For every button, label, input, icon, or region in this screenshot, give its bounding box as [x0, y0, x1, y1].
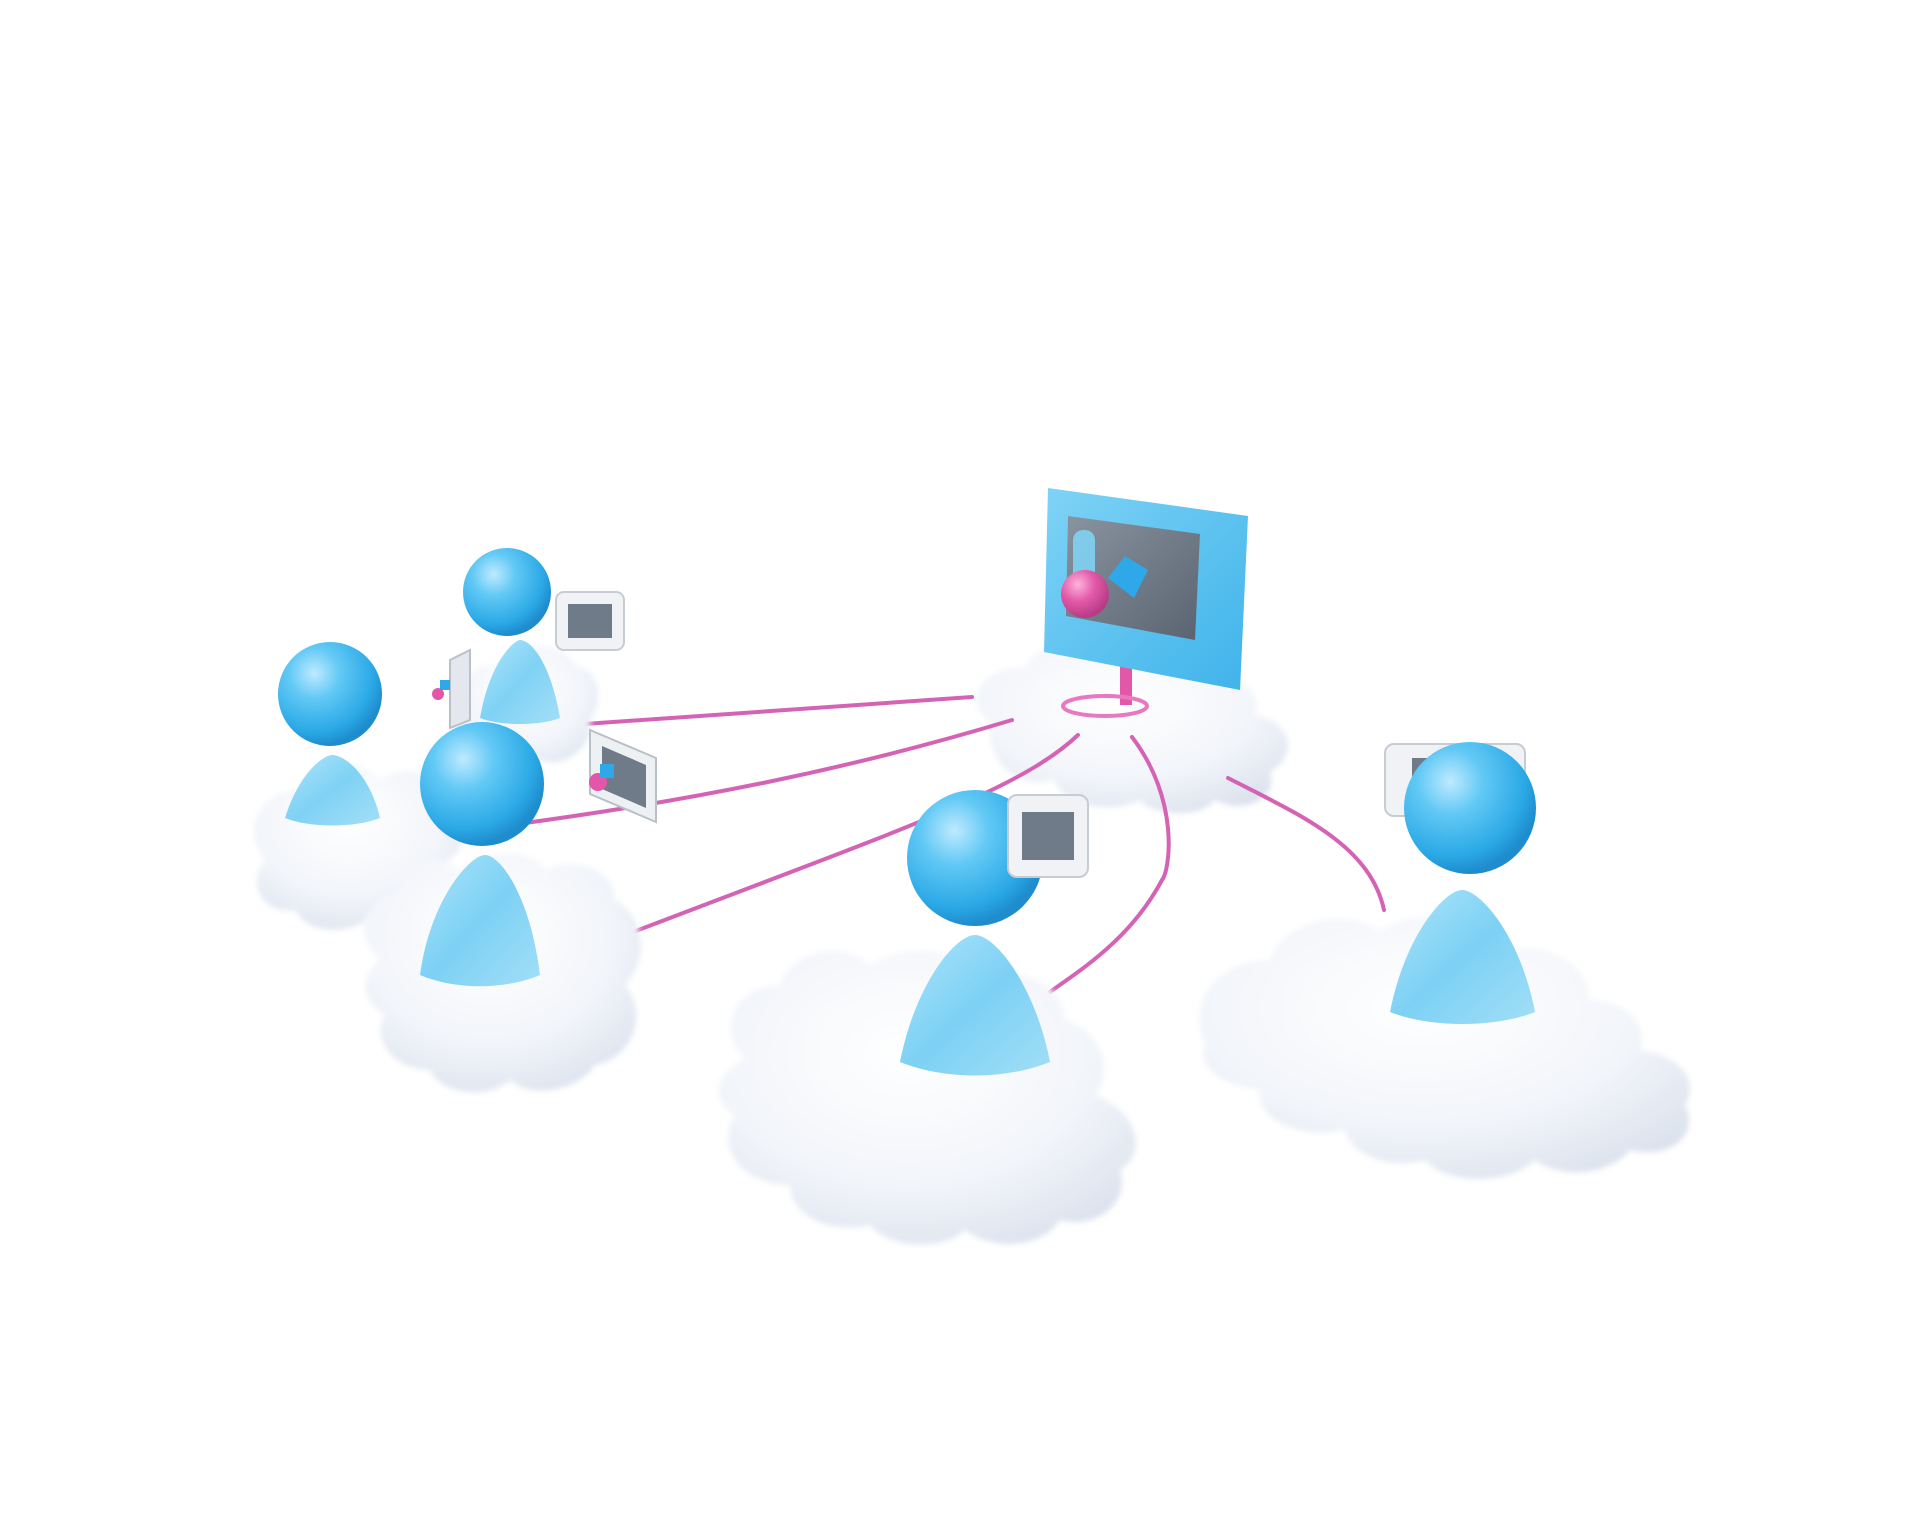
user-front-center — [718, 790, 1136, 1245]
central-cloud — [976, 643, 1288, 814]
monitor-base-ring — [1061, 694, 1149, 718]
user-body — [285, 755, 380, 826]
connection-line — [1048, 735, 1171, 994]
cube-icon — [1108, 556, 1148, 598]
user-right — [1199, 742, 1690, 1179]
user-head — [1404, 742, 1536, 874]
user-body — [480, 640, 560, 724]
user-back-left — [432, 548, 625, 771]
tablet-screen-icon — [432, 648, 471, 730]
user-body — [1390, 890, 1535, 1024]
tablet-screen-icon — [589, 728, 657, 824]
cube-icon — [600, 764, 614, 778]
connection-line — [554, 695, 974, 728]
cube-icon — [440, 680, 450, 690]
user-head — [278, 642, 382, 746]
cloud — [1199, 916, 1690, 1179]
user-body — [900, 935, 1050, 1076]
sphere-icon — [1061, 570, 1109, 618]
sphere-icon — [432, 688, 444, 700]
connection-line — [1226, 776, 1386, 912]
user-mid-left — [363, 722, 657, 1093]
user-head — [420, 722, 544, 846]
user-body — [420, 855, 540, 987]
shared-screen-monitor — [1044, 488, 1248, 718]
user-head — [463, 548, 551, 636]
tablet-screen-icon — [1007, 794, 1089, 878]
tablet-screen-icon — [555, 591, 625, 651]
